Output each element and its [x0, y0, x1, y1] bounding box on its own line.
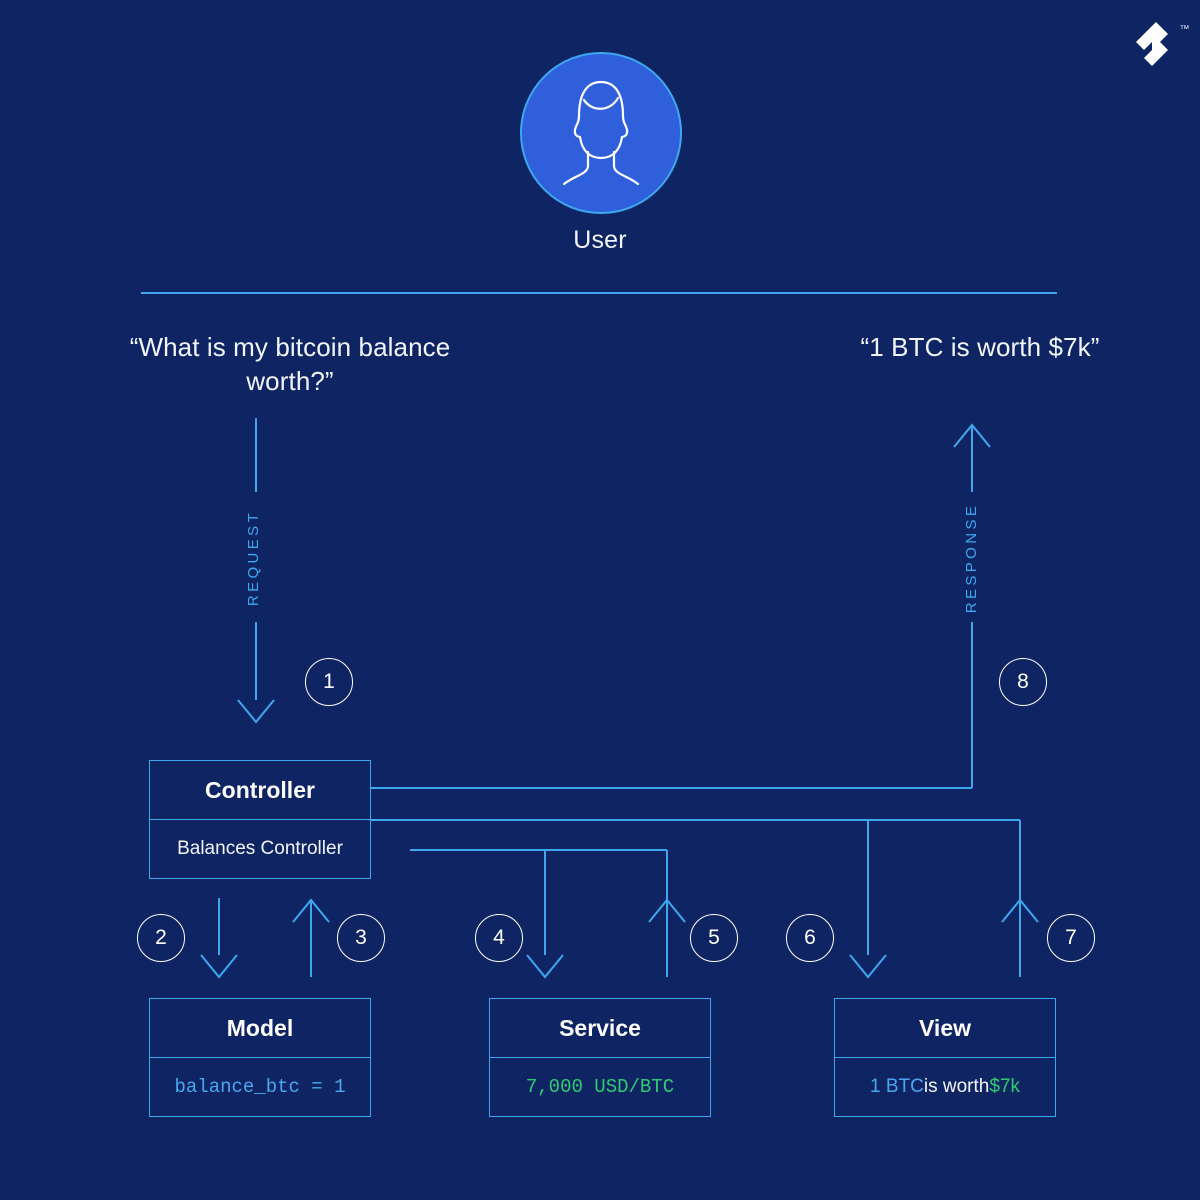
- response-flow-label: RESPONSE: [963, 502, 980, 614]
- request-quote-text: “What is my bitcoin balance worth?”: [129, 332, 451, 396]
- step-badge-2: 2: [137, 914, 185, 962]
- user-silhouette-icon: [562, 80, 640, 186]
- request-flow-label: REQUEST: [245, 509, 262, 607]
- model-component[interactable]: Model balance_btc = 1: [149, 998, 371, 1117]
- model-title: Model: [150, 999, 370, 1058]
- step-badge-5: 5: [690, 914, 738, 962]
- view-title: View: [835, 999, 1055, 1058]
- controller-body: Balances Controller: [177, 838, 343, 859]
- model-body: balance_btc = 1: [174, 1076, 346, 1098]
- service-component[interactable]: Service 7,000 USD/BTC: [489, 998, 711, 1117]
- request-arrowhead: [237, 699, 275, 724]
- user-label: User: [573, 226, 627, 254]
- view-body: 1 BTC is worth $7k: [835, 1058, 1055, 1116]
- trademark-symbol: ™: [1179, 24, 1190, 35]
- step-badge-4: 4: [475, 914, 523, 962]
- service-body: 7,000 USD/BTC: [525, 1076, 675, 1098]
- model-up-arrowhead: [292, 898, 330, 923]
- view-body-amount: 1 BTC: [870, 1076, 924, 1097]
- view-down-arrowhead: [849, 954, 887, 979]
- step-badge-1: 1: [305, 658, 353, 706]
- controller-title: Controller: [150, 761, 370, 820]
- step-badge-3: 3: [337, 914, 385, 962]
- step-badge-8: 8: [999, 658, 1047, 706]
- view-body-middle: is worth: [923, 1076, 990, 1097]
- section-divider: [141, 292, 1057, 294]
- step-badge-7: 7: [1047, 914, 1095, 962]
- model-down-arrowhead: [200, 954, 238, 979]
- user-avatar: [520, 52, 682, 214]
- toptal-logo: ™: [1130, 18, 1190, 74]
- service-title: Service: [490, 999, 710, 1058]
- service-down-arrowhead: [526, 954, 564, 979]
- view-component[interactable]: View 1 BTC is worth $7k: [834, 998, 1056, 1117]
- view-body-price: $7k: [989, 1076, 1020, 1097]
- response-quote-text: “1 BTC is worth $7k”: [860, 332, 1100, 362]
- toptal-mark-icon: [1136, 22, 1168, 66]
- step-badge-6: 6: [786, 914, 834, 962]
- controller-component[interactable]: Controller Balances Controller: [149, 760, 371, 879]
